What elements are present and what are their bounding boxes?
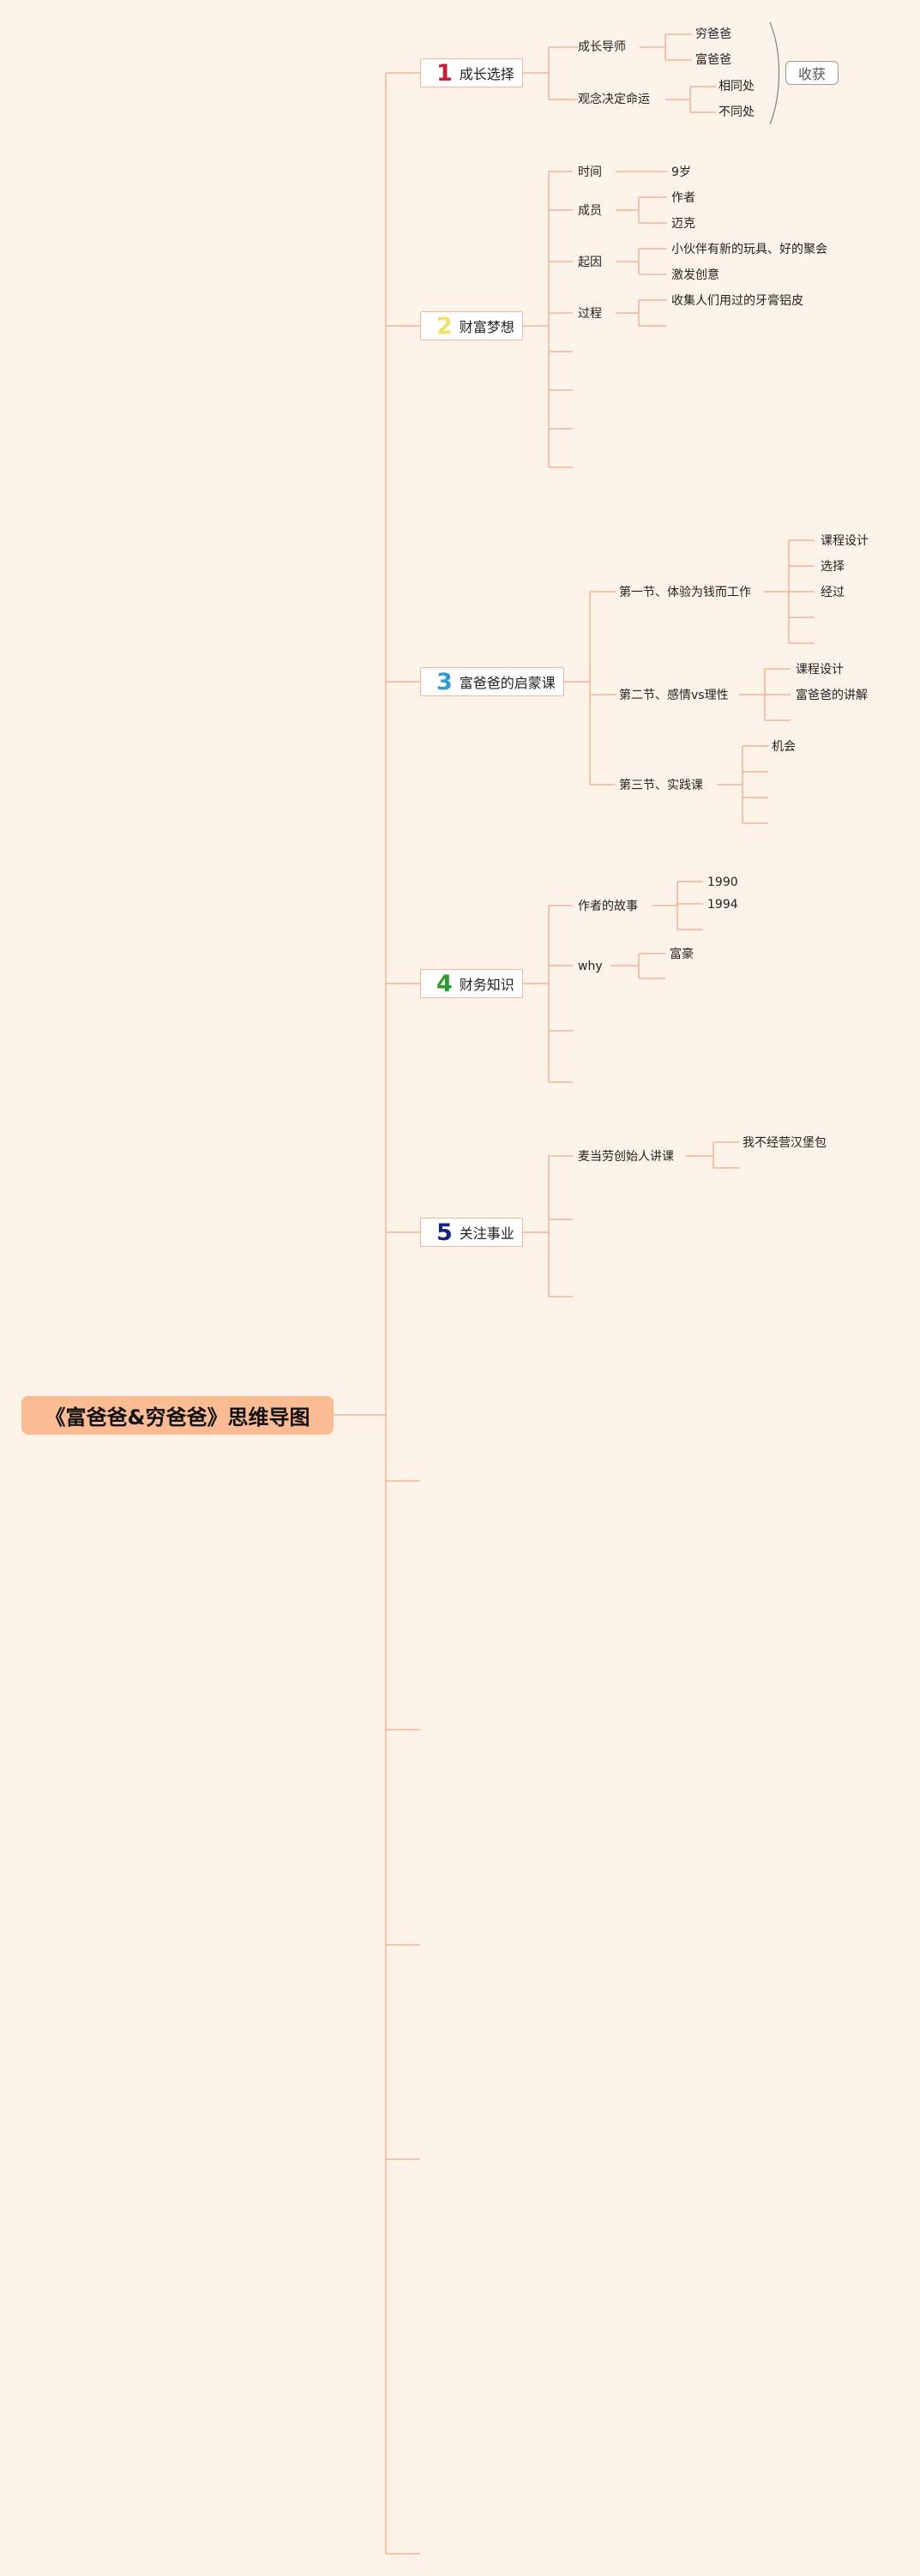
topic-number: 1: [436, 59, 453, 87]
topic-label: 成长选择: [459, 66, 514, 82]
node-poor-dad[interactable]: 穷爸爸: [695, 27, 731, 41]
node-lesson-1[interactable]: 第一节、体验为钱而工作: [619, 586, 751, 599]
node-members[interactable]: 成员: [578, 204, 602, 218]
topic-number: 4: [436, 970, 453, 997]
topic-growth-choice[interactable]: 1 成长选择: [420, 58, 523, 87]
node-friends-toys[interactable]: 小伙伴有新的玩具、好的聚会: [671, 243, 827, 256]
node-time[interactable]: 时间: [578, 166, 602, 179]
node-mike[interactable]: 迈克: [671, 217, 695, 231]
node-course-design-1[interactable]: 课程设计: [821, 534, 869, 548]
topic-enlightenment-class[interactable]: 3 富爸爸的启蒙课: [420, 667, 564, 696]
node-not-hamburger[interactable]: 我不经营汉堡包: [743, 1136, 827, 1150]
node-author-story[interactable]: 作者的故事: [578, 900, 638, 913]
node-similarities[interactable]: 相同处: [719, 80, 755, 93]
root-title: 《富爸爸&穷爸爸》思维导图: [45, 1405, 310, 1429]
node-experience[interactable]: 经过: [821, 586, 845, 599]
node-mindset-destiny[interactable]: 观念决定命运: [578, 93, 650, 106]
node-opportunity[interactable]: 机会: [772, 740, 796, 754]
summary-label: 收获: [797, 66, 826, 82]
topic-focus-career[interactable]: 5 关注事业: [420, 1218, 523, 1247]
node-lesson-3[interactable]: 第三节、实践课: [619, 779, 703, 792]
node-lesson-2[interactable]: 第二节、感情vs理性: [619, 689, 729, 702]
node-course-design-2[interactable]: 课程设计: [796, 663, 844, 677]
node-year-1994[interactable]: 1994: [707, 898, 738, 912]
node-inspire-ideas[interactable]: 激发创意: [671, 268, 719, 282]
node-tycoon[interactable]: 富豪: [670, 948, 694, 961]
topic-financial-knowledge[interactable]: 4 财务知识: [420, 969, 523, 998]
topic-number: 2: [436, 312, 453, 340]
topic-label: 财富梦想: [459, 319, 514, 335]
topic-number: 5: [436, 1219, 453, 1246]
topic-number: 3: [436, 668, 453, 695]
node-growth-mentor[interactable]: 成长导师: [578, 40, 626, 54]
node-author[interactable]: 作者: [671, 191, 695, 205]
node-rich-dad[interactable]: 富爸爸: [695, 53, 731, 67]
node-process[interactable]: 过程: [578, 307, 602, 321]
summary-bracket: [769, 21, 780, 125]
node-mcdonalds-founder[interactable]: 麦当劳创始人讲课: [578, 1150, 674, 1164]
summary-harvest[interactable]: 收获: [785, 61, 839, 85]
node-differences[interactable]: 不同处: [719, 105, 755, 119]
topic-label: 关注事业: [459, 1225, 514, 1242]
node-cause[interactable]: 起因: [578, 256, 602, 269]
node-year-1990[interactable]: 1990: [707, 876, 738, 889]
node-age-9[interactable]: 9岁: [671, 166, 691, 179]
node-rich-dad-explain[interactable]: 富爸爸的讲解: [796, 689, 868, 702]
node-collect-toothpaste[interactable]: 收集人们用过的牙膏铝皮: [671, 294, 803, 308]
node-why[interactable]: why: [578, 960, 603, 973]
root-node[interactable]: 《富爸爸&穷爸爸》思维导图: [21, 1396, 334, 1435]
topic-label: 财务知识: [459, 977, 514, 993]
topic-wealth-dream[interactable]: 2 财富梦想: [420, 311, 523, 340]
topic-label: 富爸爸的启蒙课: [459, 675, 556, 691]
node-choice[interactable]: 选择: [821, 560, 845, 574]
